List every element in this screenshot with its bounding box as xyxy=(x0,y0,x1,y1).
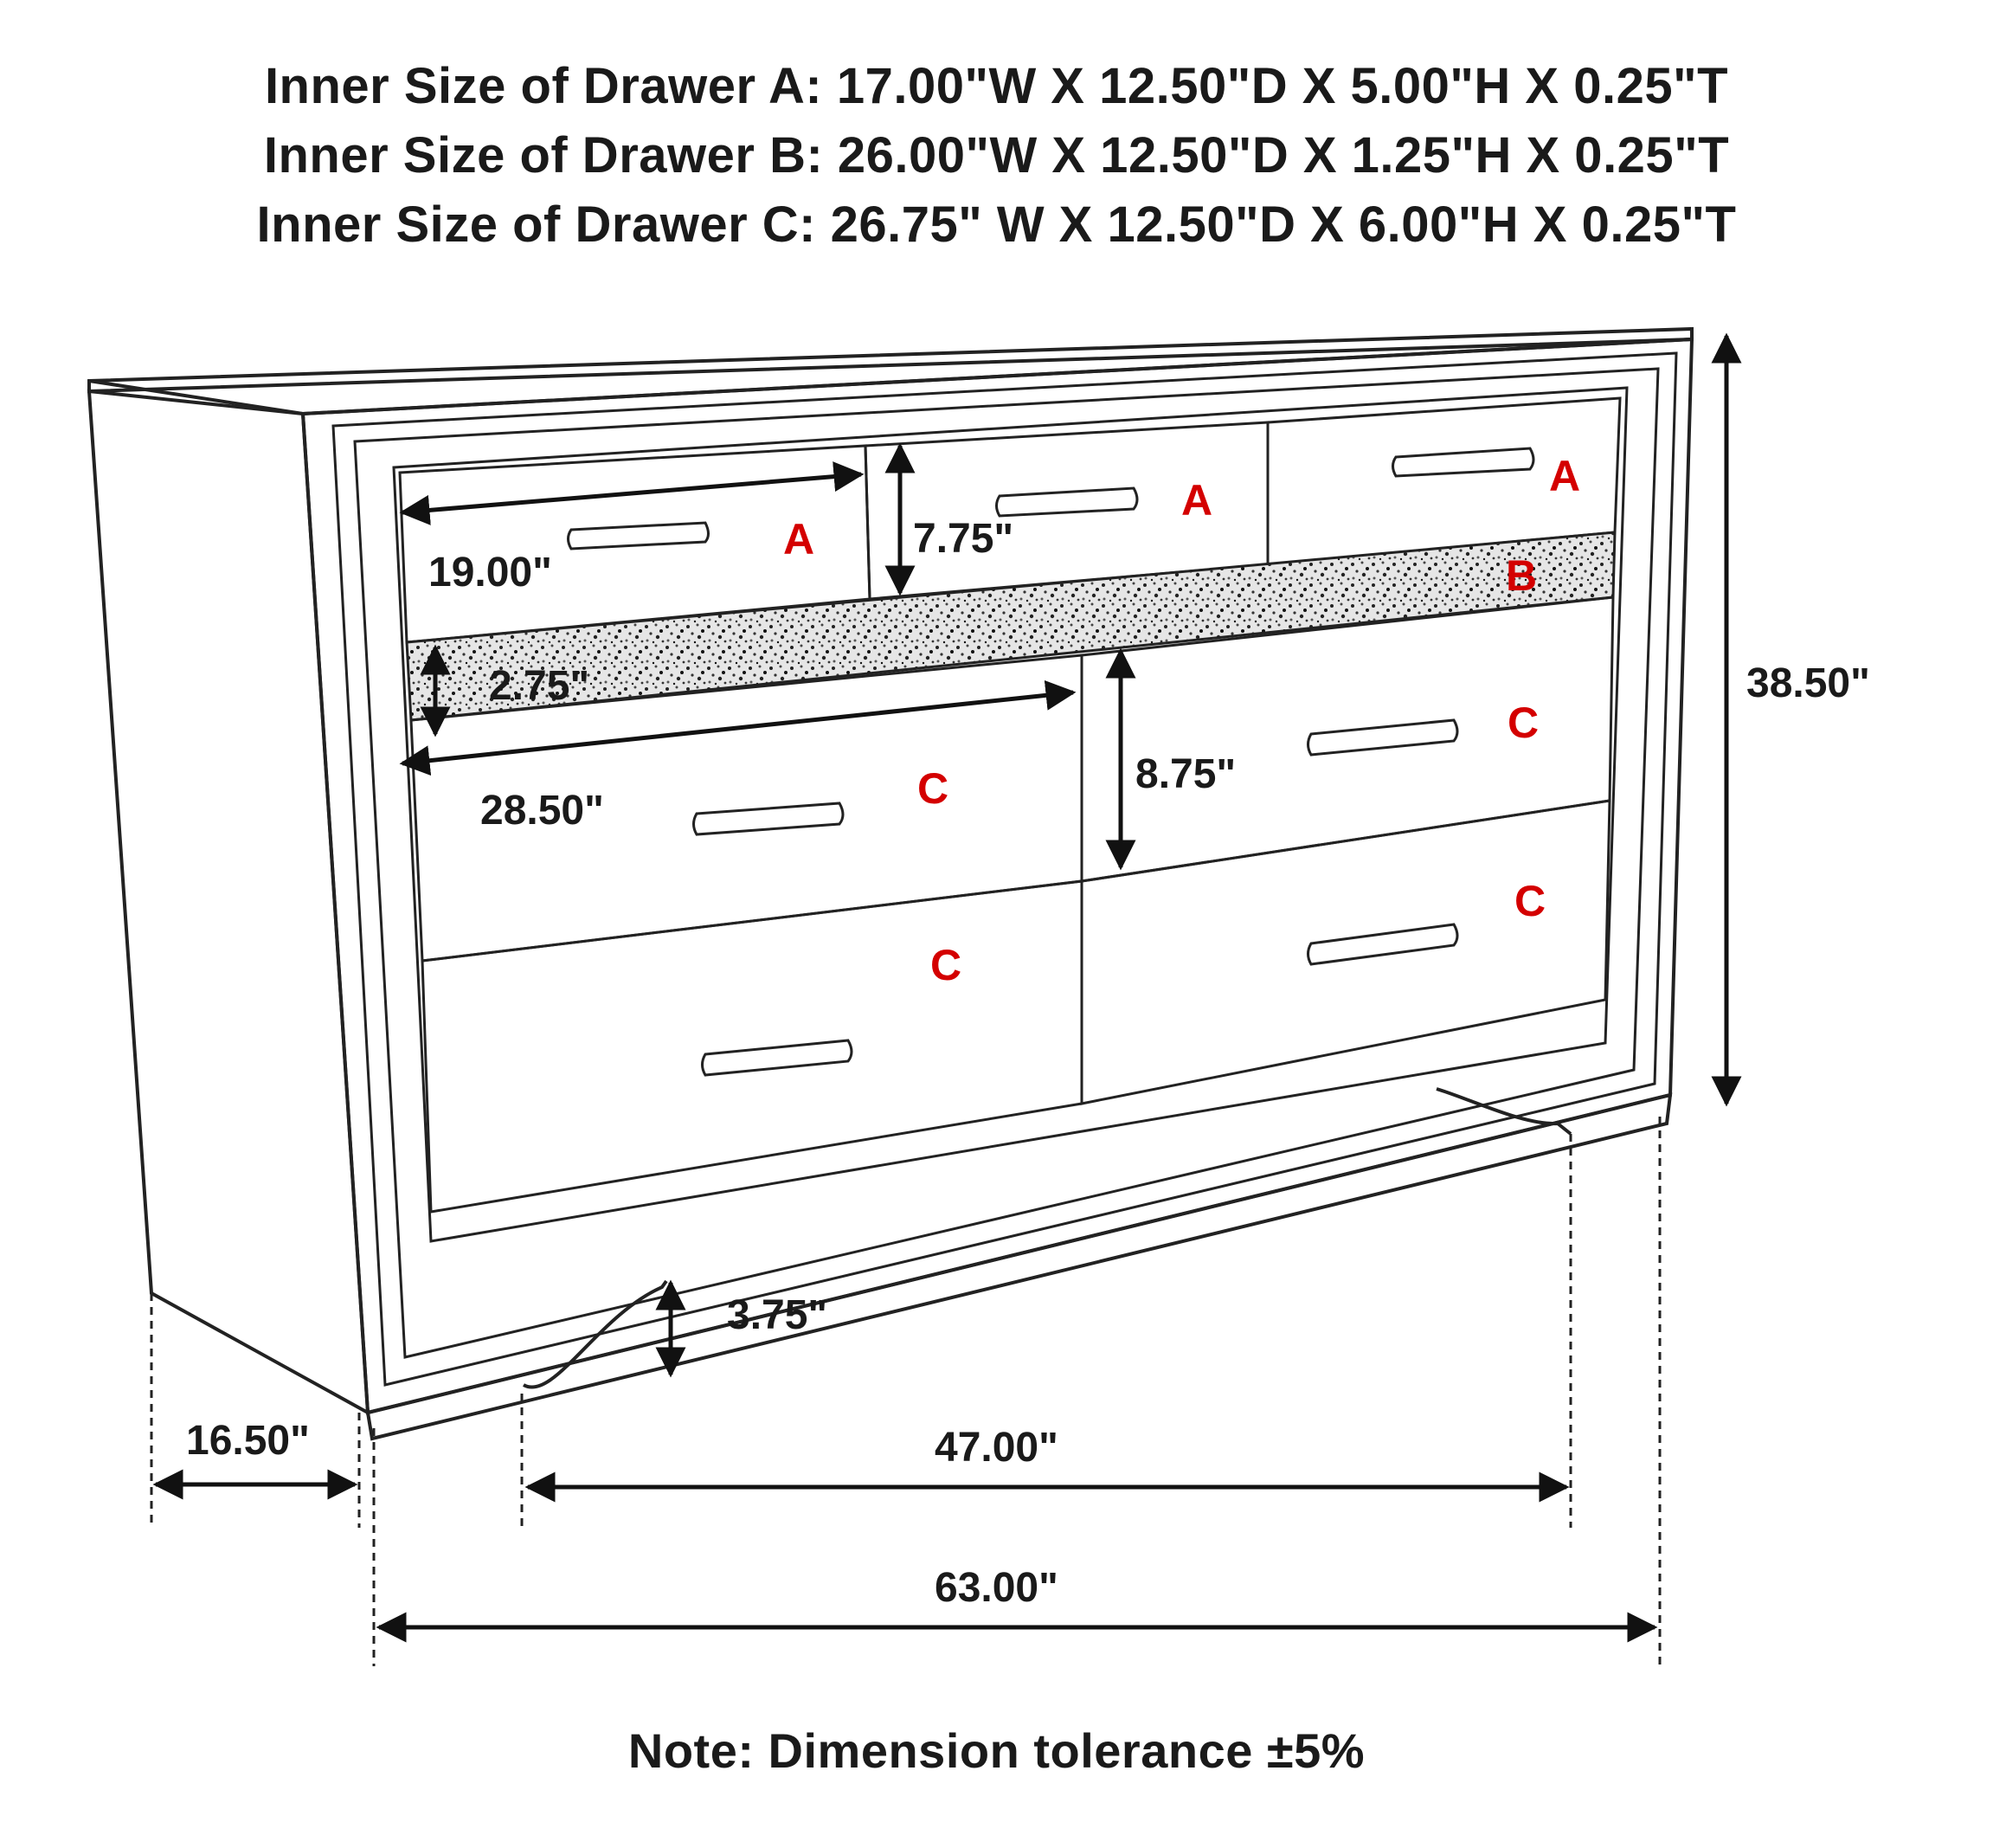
depth-label: 16.50" xyxy=(186,1418,310,1464)
dimension-arrows xyxy=(152,332,1742,1643)
drawer-label-c-top-right: C xyxy=(1508,699,1539,747)
drawer-b-height-label: 2.75" xyxy=(489,663,589,709)
total-width-label: 63.00" xyxy=(935,1565,1058,1611)
side-panel xyxy=(87,389,370,1416)
tolerance-note: Note: Dimension tolerance ±5% xyxy=(627,1723,1366,1778)
drawer-c-height-label: 8.75" xyxy=(1135,751,1236,797)
drawer-a-inner-size: Inner Size of Drawer A: 17.00"W X 12.50"… xyxy=(264,58,1729,114)
dresser-body xyxy=(87,326,1694,1441)
drawer-c-bottom-right xyxy=(1080,799,1611,1105)
total-height-label: 38.50" xyxy=(1746,660,1870,706)
front-frame-inner xyxy=(353,367,1660,1359)
drawer-label-b: B xyxy=(1506,551,1537,600)
drawer-a-height-label: 7.75" xyxy=(913,516,1013,562)
drawer-label-a-left: A xyxy=(783,515,814,563)
drawer-c-bottom-left xyxy=(421,879,1083,1214)
dimension-labels: 19.00" 7.75" 2.75" 28.50" 8.75" 3.75" 38… xyxy=(186,516,1870,1611)
leg-height-label: 3.75" xyxy=(727,1292,827,1338)
drawer-a-width-label: 19.00" xyxy=(428,550,552,596)
handle-a-left xyxy=(567,521,710,551)
handle-c-bottom-right xyxy=(1307,923,1459,966)
drawer-label-c-top-left: C xyxy=(917,764,948,813)
drawer-label-c-bottom-left: C xyxy=(930,941,961,989)
drawer-handles xyxy=(567,447,1535,1077)
drawer-b-inner-size: Inner Size of Drawer B: 26.00"W X 12.50"… xyxy=(263,127,1730,184)
leg-span-label: 47.00" xyxy=(935,1425,1058,1471)
front-leg-left xyxy=(523,1279,668,1389)
drawer-c-inner-size: Inner Size of Drawer C: 26.75" W X 12.50… xyxy=(256,196,1737,253)
drawer-letter-labels: A A A B C C C C xyxy=(783,452,1580,989)
drawers xyxy=(398,396,1622,1214)
drawer-a-width-arrow xyxy=(399,461,865,525)
handle-c-bottom-left xyxy=(701,1039,853,1077)
drawer-c-width-arrow xyxy=(399,679,1077,776)
plinth xyxy=(365,1092,1673,1441)
handle-a-right xyxy=(1392,447,1535,478)
front-frame-mid xyxy=(331,351,1678,1387)
extension-lines xyxy=(150,1117,1662,1666)
drawer-label-a-middle: A xyxy=(1181,476,1212,525)
drawer-label-c-bottom-right: C xyxy=(1514,877,1546,925)
drawer-c-width-label: 28.50" xyxy=(480,788,604,834)
drawer-label-a-right: A xyxy=(1549,452,1580,500)
handle-c-top-left xyxy=(692,802,845,836)
drawer-face-area xyxy=(392,386,1629,1243)
handle-c-top-right xyxy=(1307,718,1459,757)
front-leg-right xyxy=(1436,1087,1572,1136)
handle-a-middle xyxy=(995,486,1139,518)
